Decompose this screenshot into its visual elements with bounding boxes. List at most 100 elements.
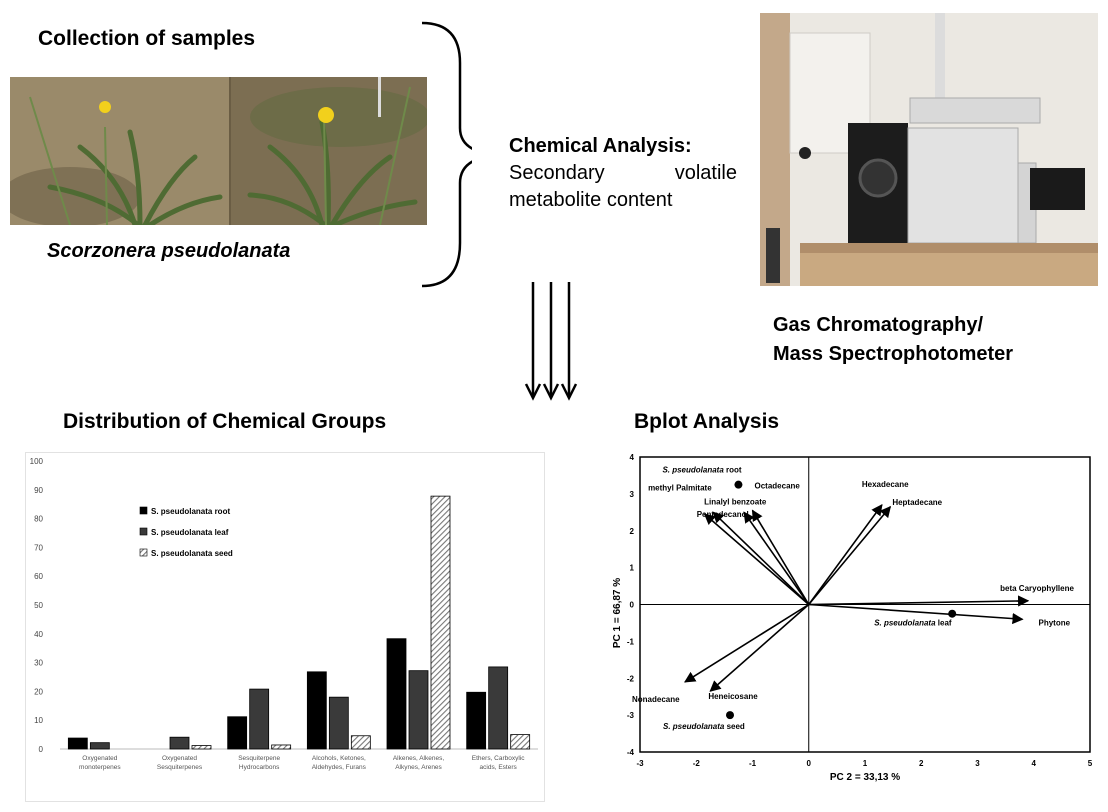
sample-label: S. pseudolanata root (662, 466, 741, 475)
y-axis-label: PC 1 = 66,87 % (612, 578, 623, 648)
x-tick-label: Alkenes, Alkenes,Alkynes, Arenes (393, 755, 445, 771)
bar (191, 745, 212, 750)
y-tick-label: 60 (34, 572, 43, 581)
legend-label: S. pseudolanata leaf (151, 528, 229, 537)
chemical-analysis-text: Chemical Analysis: Secondary volatile me… (509, 133, 737, 214)
vector-label: Phytone (1039, 618, 1071, 627)
arrow-down-icon (560, 282, 578, 401)
vector-label: Nonadecane (632, 695, 680, 704)
bar (169, 736, 190, 750)
bar (249, 688, 270, 750)
loading-vector (751, 509, 810, 605)
loading-vector (808, 505, 892, 606)
collection-title: Collection of samples (38, 27, 256, 50)
y-tick-label: 20 (34, 687, 43, 696)
vector-label: Linalyl benzoate (704, 497, 767, 506)
y-tick-label: 3 (630, 490, 635, 499)
bar (89, 742, 110, 750)
bar (271, 744, 292, 750)
plant-photo-drawing (10, 77, 427, 225)
x-tick-label: Alcohols, Ketones,Aldehydes, Furans (312, 755, 367, 771)
biplot-title: Bplot Analysis (634, 410, 780, 433)
x-axis-label: PC 2 = 33,13 % (830, 772, 900, 783)
instrument-label: Gas Chromatography/ Mass Spectrophotomet… (773, 311, 1013, 369)
vector-label: Heneicosane (708, 692, 758, 701)
x-tick-label: -2 (693, 759, 701, 768)
y-tick-label: 30 (34, 659, 43, 668)
bar (466, 691, 487, 750)
x-tick-label: 3 (975, 759, 980, 768)
y-tick-label: 4 (630, 453, 635, 462)
y-tick-label: 90 (34, 486, 43, 495)
analysis-line2: metabolite content (509, 189, 673, 211)
vector-label: Pentadecanol (697, 510, 749, 519)
legend-label: S. pseudolanata root (151, 507, 230, 516)
x-tick-label: 5 (1088, 759, 1093, 768)
x-tick-label: -1 (749, 759, 757, 768)
bar (430, 495, 451, 750)
y-tick-label: 1 (630, 564, 635, 573)
instrument-line2: Mass Spectrophotometer (773, 343, 1014, 365)
y-tick-label: -4 (627, 748, 635, 757)
loading-vector (712, 511, 810, 606)
vector-label: methyl Palmitate (648, 483, 712, 492)
gcms-photo (760, 13, 1098, 286)
bar (67, 737, 88, 750)
bar (386, 638, 407, 750)
sample-point (726, 711, 734, 720)
legend-swatch (139, 506, 148, 515)
vector-label: beta Caryophyllene (1000, 584, 1074, 593)
legend-swatch (139, 548, 148, 557)
loading-vector (684, 603, 810, 683)
y-tick-label: 100 (30, 457, 44, 466)
bar (227, 716, 248, 750)
plant-photo (10, 77, 427, 225)
y-tick-label: 80 (34, 515, 43, 524)
down-arrows (524, 282, 578, 401)
y-tick-label: 40 (34, 630, 43, 639)
x-tick-label: 1 (863, 759, 868, 768)
y-tick-label: -1 (627, 637, 635, 646)
sample-point (734, 480, 743, 489)
brace (421, 21, 472, 288)
loading-vector (808, 603, 1024, 625)
species-name: Scorzonera pseudolanata (47, 240, 291, 262)
legend-label: S. pseudolanata seed (151, 549, 233, 558)
sample-label: S. pseudolanata seed (663, 722, 745, 731)
analysis-title: Chemical Analysis: (509, 135, 692, 157)
vector-label: Octadecane (755, 481, 801, 490)
y-tick-label: 0 (39, 745, 44, 754)
y-tick-label: 70 (34, 543, 43, 552)
loading-vector (743, 511, 810, 605)
sample-label: S. pseudolanata leaf (874, 619, 952, 628)
loading-vector (703, 513, 810, 606)
bar (408, 670, 429, 750)
instrument-line1: Gas Chromatography/ (773, 314, 984, 336)
arrow-down-icon (524, 282, 542, 401)
vector-label: Hexadecane (862, 480, 909, 489)
vector-label: Heptadecane (892, 498, 942, 507)
distribution-title: Distribution of Chemical Groups (63, 410, 387, 433)
loading-vector (808, 504, 883, 605)
y-tick-label: 10 (34, 716, 43, 725)
bar (350, 735, 371, 750)
analysis-line1-a: Secondary (509, 162, 605, 184)
y-tick-label: 2 (630, 527, 635, 536)
x-tick-label: 4 (1032, 759, 1037, 768)
loading-vector (709, 603, 810, 692)
y-tick-label: -3 (627, 711, 635, 720)
y-tick-label: 50 (34, 601, 43, 610)
x-tick-label: 0 (807, 759, 812, 768)
bar (488, 666, 509, 750)
y-tick-label: 0 (630, 601, 635, 610)
x-tick-label: -3 (636, 759, 644, 768)
y-tick-label: -2 (627, 674, 635, 683)
bar (306, 671, 327, 750)
gcms-photo-drawing (760, 13, 1098, 286)
x-tick-label: 2 (919, 759, 924, 768)
